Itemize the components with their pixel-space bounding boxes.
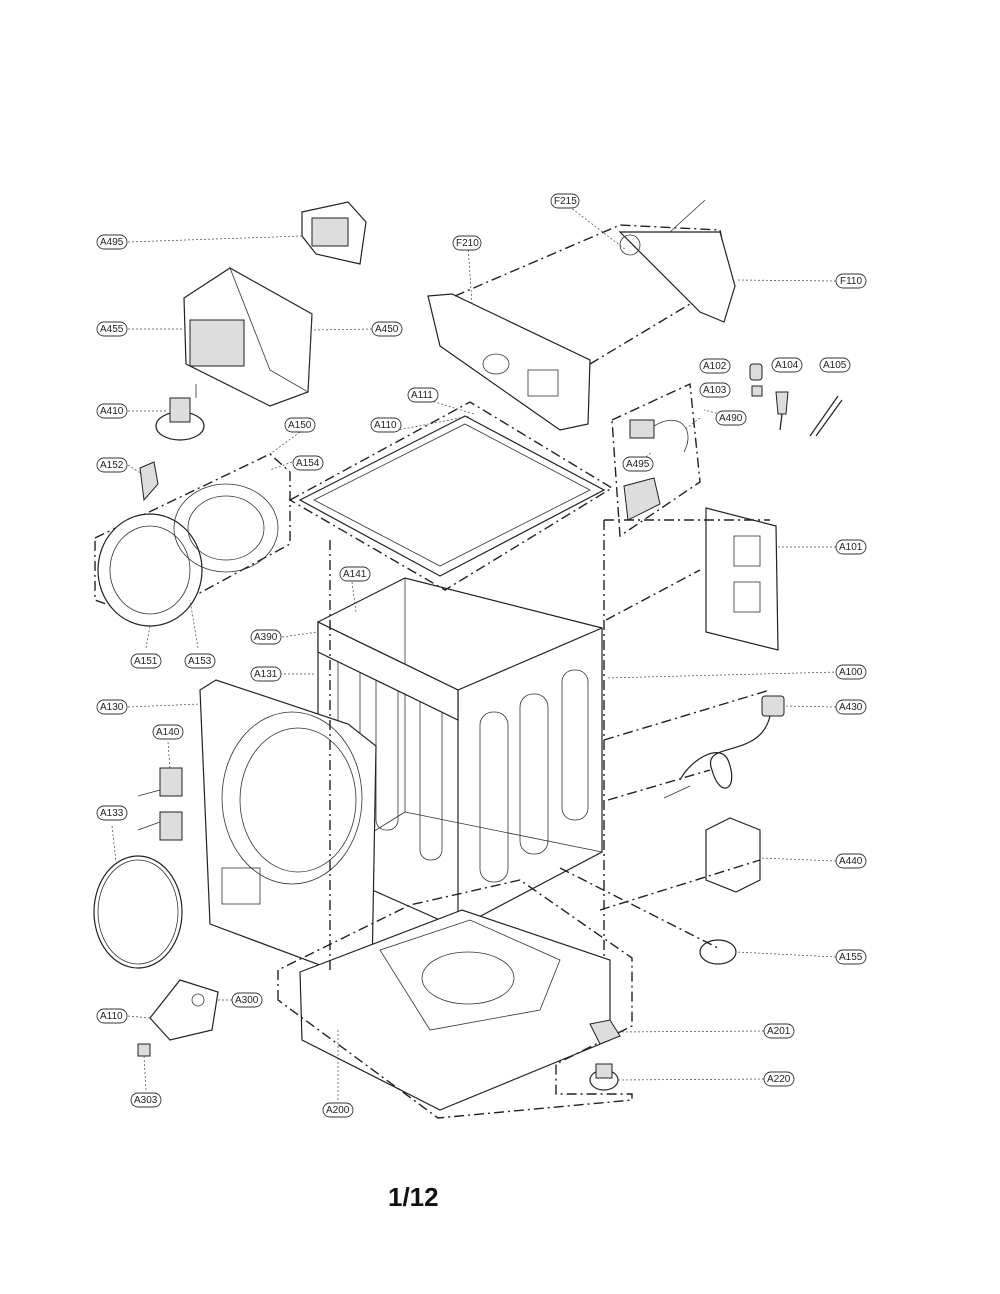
callout-a100: A100 — [839, 667, 863, 678]
gasket-a133 — [93, 855, 183, 969]
small-parts-a102-a105 — [749, 363, 843, 437]
callout-a153: A153 — [188, 656, 212, 667]
foot-a220 — [589, 1019, 621, 1091]
callout-a110-bottom: A110 — [100, 1011, 123, 1022]
callout-a101: A101 — [839, 542, 863, 553]
callout-a455: A455 — [100, 324, 124, 335]
callout-a141: A141 — [343, 569, 367, 580]
callout-a151: A151 — [134, 656, 158, 667]
base-a200 — [277, 879, 633, 1119]
callout-a131: A131 — [254, 669, 278, 680]
callout-a150: A150 — [288, 420, 312, 431]
alignment-lines — [329, 519, 771, 970]
pump-a410 — [155, 384, 205, 441]
callout-shapes — [96, 193, 867, 1118]
cap-a155 — [699, 939, 737, 965]
callout-a130: A130 — [100, 702, 124, 713]
callout-a440: A440 — [839, 856, 863, 867]
callout-a430: A430 — [839, 702, 863, 713]
cabinet-a100 — [317, 577, 603, 929]
door-frame-a150 — [94, 453, 291, 627]
callout-a390: A390 — [254, 632, 278, 643]
bracket-a495-top — [301, 201, 367, 265]
callout-f110: F110 — [840, 276, 862, 287]
power-cord-a430 — [663, 695, 785, 799]
callout-f215: F215 — [554, 196, 577, 207]
drawer-housing-f110 — [618, 199, 736, 323]
front-panel-a130 — [199, 679, 377, 981]
callout-a140: A140 — [156, 727, 180, 738]
callout-a103: A103 — [703, 385, 727, 396]
callout-a495-top: A495 — [100, 237, 124, 248]
callout-f210: F210 — [456, 238, 479, 249]
callout-a110-top: A110 — [374, 420, 397, 431]
noise-filter-a440 — [705, 817, 761, 893]
leader-lines — [111, 203, 839, 1100]
callout-a200: A200 — [326, 1105, 350, 1116]
callout-a104: A104 — [775, 360, 799, 371]
filter-cover-a300 — [137, 979, 219, 1057]
callout-a154: A154 — [296, 458, 320, 469]
valve-bracket-a495 — [611, 382, 701, 538]
callout-a495-mid: A495 — [626, 459, 650, 470]
callout-a152: A152 — [100, 460, 124, 471]
callout-a133: A133 — [100, 808, 124, 819]
callout-a490: A490 — [719, 413, 743, 424]
callout-a303: A303 — [134, 1095, 158, 1106]
back-cover-a101 — [705, 507, 779, 651]
page-number: 1/12 — [388, 1182, 439, 1212]
callout-a450: A450 — [375, 324, 399, 335]
callout-a201: A201 — [767, 1026, 791, 1037]
pcb-assembly-a450 — [183, 267, 313, 407]
callout-a102: A102 — [703, 361, 727, 372]
latch-a152 — [139, 461, 159, 502]
control-panel-f210 — [427, 224, 731, 431]
callout-a155: A155 — [839, 952, 863, 963]
callout-a410: A410 — [100, 406, 124, 417]
hinge-a140 — [137, 767, 183, 841]
top-cover-a110 — [288, 401, 614, 591]
callout-a105: A105 — [823, 360, 847, 371]
callout-labels: F215 A495 F110 F210 A455 A450 A102 A104 … — [100, 196, 863, 1116]
callout-a220: A220 — [767, 1074, 791, 1085]
callout-a300: A300 — [235, 995, 259, 1006]
callout-a111: A111 — [411, 390, 433, 401]
